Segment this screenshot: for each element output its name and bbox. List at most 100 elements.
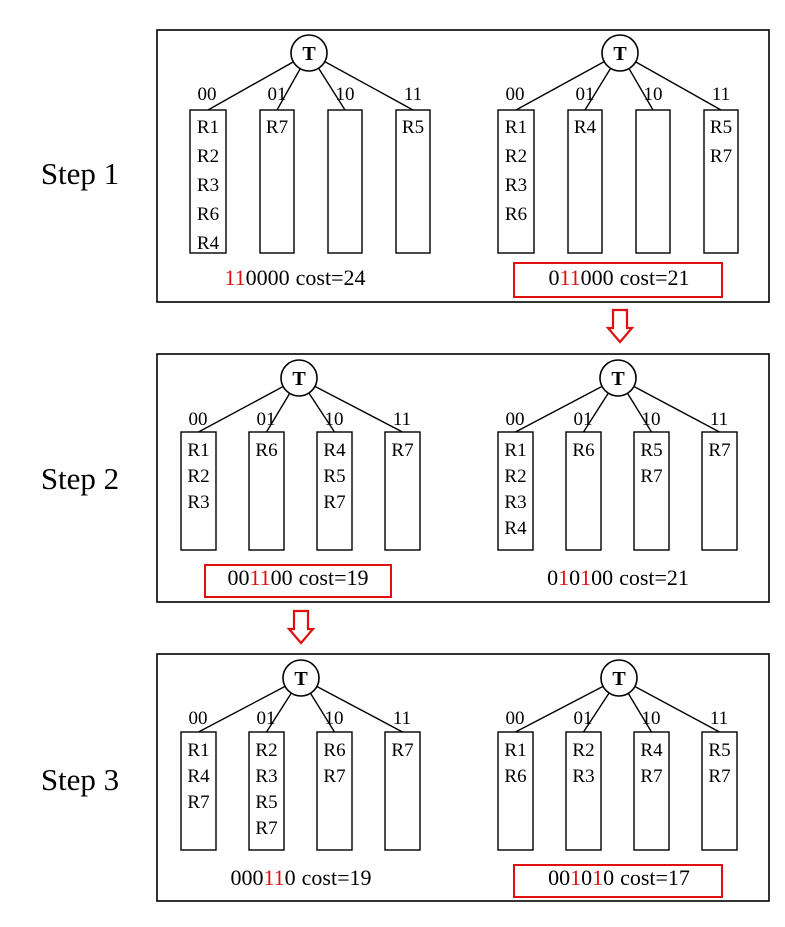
bucket-record: R4 [640, 740, 663, 761]
branch-label: 00 [506, 84, 525, 105]
code-digit: 0 [581, 865, 592, 890]
bucket-record: R7 [640, 766, 662, 787]
bucket-box [248, 431, 285, 551]
code-digit: 0 [581, 265, 592, 290]
branch-label: 10 [642, 409, 661, 430]
bucket-record: R6 [255, 440, 277, 461]
tree-edge [515, 61, 605, 111]
code-digit: 1 [580, 565, 591, 590]
code-digit: 0 [238, 565, 249, 590]
root-node-label: T [302, 43, 316, 65]
bucket-record: R1 [187, 740, 209, 761]
code-digit: 0 [282, 565, 293, 590]
code-digit: 1 [274, 865, 285, 890]
code-digit: 0 [547, 565, 558, 590]
bucket-record: R7 [255, 818, 277, 839]
code-digit: 0 [241, 865, 252, 890]
step-label: Step 3 [41, 762, 119, 797]
bucket-record: R7 [391, 740, 413, 761]
code-digit: 1 [559, 265, 569, 290]
bucket-record: R3 [572, 766, 594, 787]
bucket-record: R1 [504, 440, 526, 461]
cost-prefix: cost= [296, 265, 344, 290]
tree-edge [633, 385, 720, 433]
bucket-box [395, 109, 431, 254]
branch-label: 11 [393, 708, 411, 729]
bucket-record: R6 [197, 204, 219, 225]
cost-value: 19 [347, 565, 369, 590]
code-digit: 1 [263, 865, 273, 890]
bucket-record: R2 [505, 146, 527, 167]
branch-label: 10 [642, 708, 661, 729]
root-node-label: T [612, 668, 626, 690]
tree-edge [308, 392, 336, 433]
root-node-label: T [292, 368, 306, 390]
tree-edge [198, 685, 286, 733]
branch-label: 01 [268, 84, 287, 105]
bucket-record: R7 [266, 117, 288, 138]
code-digit: 0 [603, 265, 614, 290]
tree-edge [635, 61, 722, 111]
code-digit: 1 [570, 265, 581, 290]
tree-edge [314, 385, 403, 433]
cost-prefix: cost= [620, 865, 668, 890]
tree-edge [207, 61, 294, 111]
branch-label: 11 [710, 409, 728, 430]
bucket-record: R3 [504, 492, 526, 513]
tree-edge [626, 392, 653, 433]
bucket-record: R6 [323, 740, 345, 761]
bucket-box [701, 731, 738, 851]
bucket-record: R3 [187, 492, 209, 513]
code-digit: 0 [559, 865, 570, 890]
bucket-box [180, 431, 217, 551]
code-digit: 1 [570, 865, 581, 890]
tree-edge [318, 67, 346, 111]
code-digit: 0 [252, 865, 263, 890]
bucket-box [316, 731, 353, 851]
bucket-record: R7 [323, 492, 345, 513]
cost-value: 21 [668, 265, 690, 290]
bucket-record: R6 [505, 204, 527, 225]
cost-prefix: cost= [302, 865, 350, 890]
root-node [599, 359, 637, 397]
bucket-record: R6 [504, 766, 526, 787]
tree-edge [584, 67, 612, 111]
bucket-box [497, 731, 534, 851]
bucket-box [633, 431, 670, 551]
bucket-box [327, 109, 363, 254]
branch-label: 11 [393, 409, 411, 430]
bucket-box [701, 431, 738, 551]
bucket-box [497, 109, 535, 254]
cost-value: 17 [668, 865, 690, 890]
code-digit: 0 [227, 565, 238, 590]
branch-label: 10 [325, 409, 344, 430]
bucket-record: R5 [640, 440, 662, 461]
branch-label: 11 [710, 708, 728, 729]
cost-prefix: cost= [619, 565, 667, 590]
cost-value: 21 [667, 565, 689, 590]
branch-label: 00 [506, 409, 525, 430]
step-label: Step 2 [41, 461, 119, 496]
branch-label: 11 [404, 84, 422, 105]
cost-value: 24 [344, 265, 366, 290]
tree-edge [265, 393, 291, 433]
branch-label: 00 [189, 708, 208, 729]
tree-edge [316, 685, 403, 733]
step-panel [156, 353, 770, 603]
bucket-record: R1 [505, 117, 527, 138]
bucket-record: R5 [708, 740, 730, 761]
code-digit: 1 [558, 565, 569, 590]
root-node [280, 359, 318, 397]
bucket-box [316, 431, 353, 551]
bucket-box [189, 109, 227, 254]
branch-label: 00 [198, 84, 217, 105]
bucket-record: R3 [197, 175, 219, 196]
bucket-record: R4 [323, 440, 346, 461]
branch-label: 01 [257, 409, 276, 430]
bucket-record: R2 [197, 146, 219, 167]
selected-config-frame [513, 262, 723, 298]
